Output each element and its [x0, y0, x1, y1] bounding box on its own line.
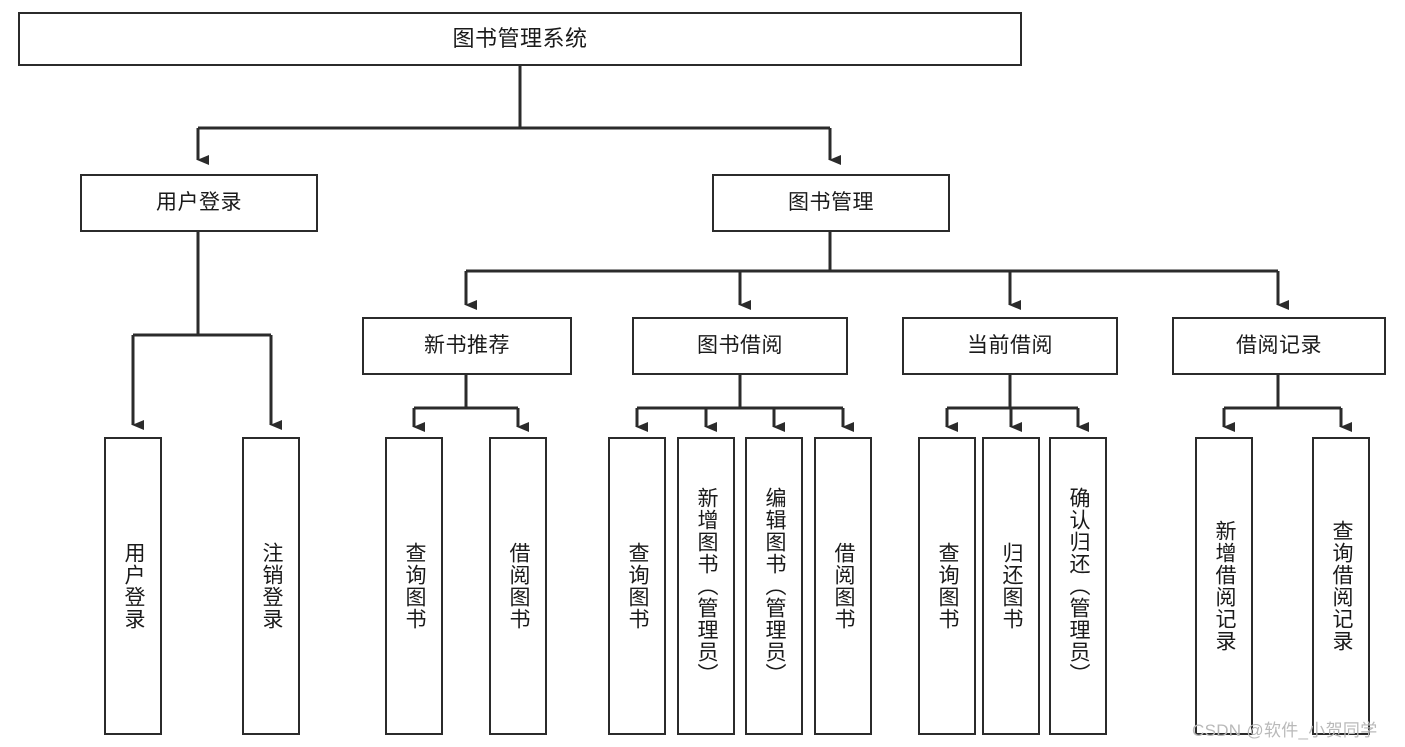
- leaf-user-logout[interactable]: 注销登录: [242, 437, 300, 735]
- node-label: 查询图书: [626, 542, 650, 630]
- leaf-query-book-current[interactable]: 查询图书: [918, 437, 976, 735]
- node-new-book-recommend[interactable]: 新书推荐: [362, 317, 572, 375]
- leaf-return-book[interactable]: 归还图书: [982, 437, 1040, 735]
- leaf-add-borrow-record[interactable]: 新增借阅记录: [1195, 437, 1253, 735]
- node-book-borrow[interactable]: 图书借阅: [632, 317, 848, 375]
- leaf-edit-book-admin[interactable]: 编辑图书（管理员）: [745, 437, 803, 735]
- node-label: 当前借阅: [967, 334, 1053, 358]
- node-label: 确认归还（管理员）: [1067, 487, 1091, 685]
- node-root-system[interactable]: 图书管理系统: [18, 12, 1022, 66]
- leaf-borrow-book[interactable]: 借阅图书: [814, 437, 872, 735]
- leaf-add-book-admin[interactable]: 新增图书（管理员）: [677, 437, 735, 735]
- node-label: 图书借阅: [697, 334, 783, 358]
- node-label: 新书推荐: [424, 334, 510, 358]
- csdn-watermark: CSDN @软件_小贺同学: [1192, 721, 1378, 740]
- leaf-query-book-recommend[interactable]: 查询图书: [385, 437, 443, 735]
- node-book-management[interactable]: 图书管理: [712, 174, 950, 232]
- leaf-query-book-borrow[interactable]: 查询图书: [608, 437, 666, 735]
- node-label: 归还图书: [1000, 542, 1024, 630]
- leaf-query-borrow-record[interactable]: 查询借阅记录: [1312, 437, 1370, 735]
- node-borrow-record[interactable]: 借阅记录: [1172, 317, 1386, 375]
- node-label: 用户登录: [122, 542, 146, 630]
- node-current-borrow[interactable]: 当前借阅: [902, 317, 1118, 375]
- node-label: 编辑图书（管理员）: [763, 487, 787, 685]
- node-label: 新增借阅记录: [1213, 520, 1237, 652]
- node-label: 新增图书（管理员）: [695, 487, 719, 685]
- leaf-confirm-return-admin[interactable]: 确认归还（管理员）: [1049, 437, 1107, 735]
- node-label: 查询借阅记录: [1330, 520, 1354, 652]
- node-label: 用户登录: [156, 191, 242, 215]
- node-label: 图书管理系统: [452, 25, 588, 51]
- node-label: 借阅图书: [832, 542, 856, 630]
- node-user-login[interactable]: 用户登录: [80, 174, 318, 232]
- node-label: 查询图书: [403, 542, 427, 630]
- node-label: 借阅记录: [1236, 334, 1322, 358]
- leaf-user-login[interactable]: 用户登录: [104, 437, 162, 735]
- node-label: 注销登录: [260, 542, 284, 630]
- node-label: 图书管理: [788, 191, 874, 215]
- node-label: 借阅图书: [507, 542, 531, 630]
- node-label: 查询图书: [936, 542, 960, 630]
- leaf-borrow-book-recommend[interactable]: 借阅图书: [489, 437, 547, 735]
